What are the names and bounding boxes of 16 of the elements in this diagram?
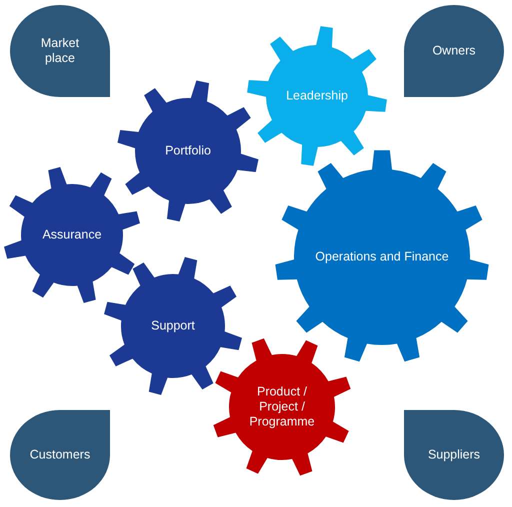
gear-shape	[211, 336, 353, 478]
gear-label: Portfolio	[165, 144, 211, 158]
gear-shape	[117, 80, 259, 222]
gear-shape	[103, 256, 243, 396]
shape-label: Customers	[30, 448, 90, 462]
gear-label: Operations and Finance	[315, 250, 449, 264]
gear-label: Product / Project / Programme	[249, 384, 315, 430]
gear-shape	[275, 150, 489, 364]
gear-label: Leadership	[286, 88, 348, 104]
shape-label: Owners	[432, 44, 476, 58]
shape-label: Market place	[40, 36, 80, 66]
shape-label: Suppliers	[428, 448, 480, 462]
gear-shape	[247, 26, 387, 166]
gear-label: Support	[151, 318, 195, 334]
gear-label: Assurance	[42, 228, 102, 242]
gear-shape	[3, 166, 141, 304]
